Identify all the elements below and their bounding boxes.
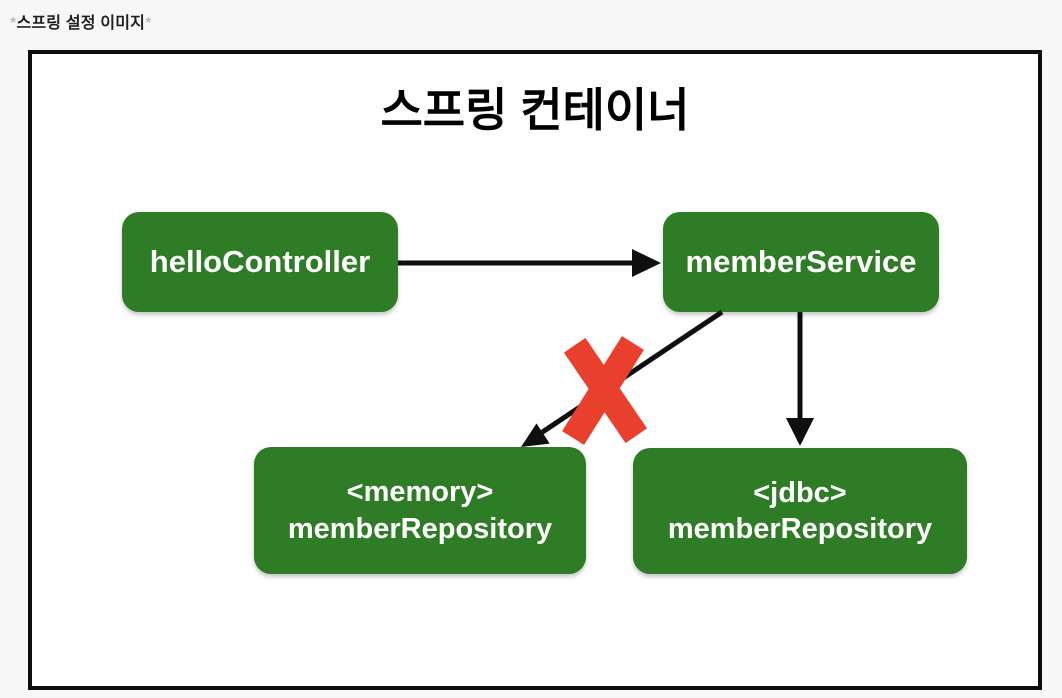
node-memberservice: memberService xyxy=(663,212,939,312)
node-jdbc-line2: memberRepository xyxy=(667,513,933,545)
node-memory-line2: memberRepository xyxy=(287,512,553,545)
node-memory-line1: <memory> xyxy=(346,476,494,509)
node-jdbc-memberrepository: <jdbc> memberRepository xyxy=(633,448,967,574)
spring-container-frame xyxy=(28,50,1042,690)
node-jdbc-line1: <jdbc> xyxy=(753,476,847,509)
page-caption: *스프링 설정 이미지* xyxy=(10,9,152,33)
caption-text: 스프링 설정 이미지 xyxy=(16,15,146,32)
node-hellocontroller-label: helloController xyxy=(149,243,371,279)
caption-asterisk-prefix: * xyxy=(10,15,17,32)
node-memberservice-label: memberService xyxy=(685,243,917,279)
node-hellocontroller: helloController xyxy=(122,212,398,312)
caption-asterisk-suffix: * xyxy=(145,15,152,32)
node-memory-memberrepository: <memory> memberRepository xyxy=(254,447,586,574)
diagram-title: 스프링 컨테이너 xyxy=(380,84,690,136)
